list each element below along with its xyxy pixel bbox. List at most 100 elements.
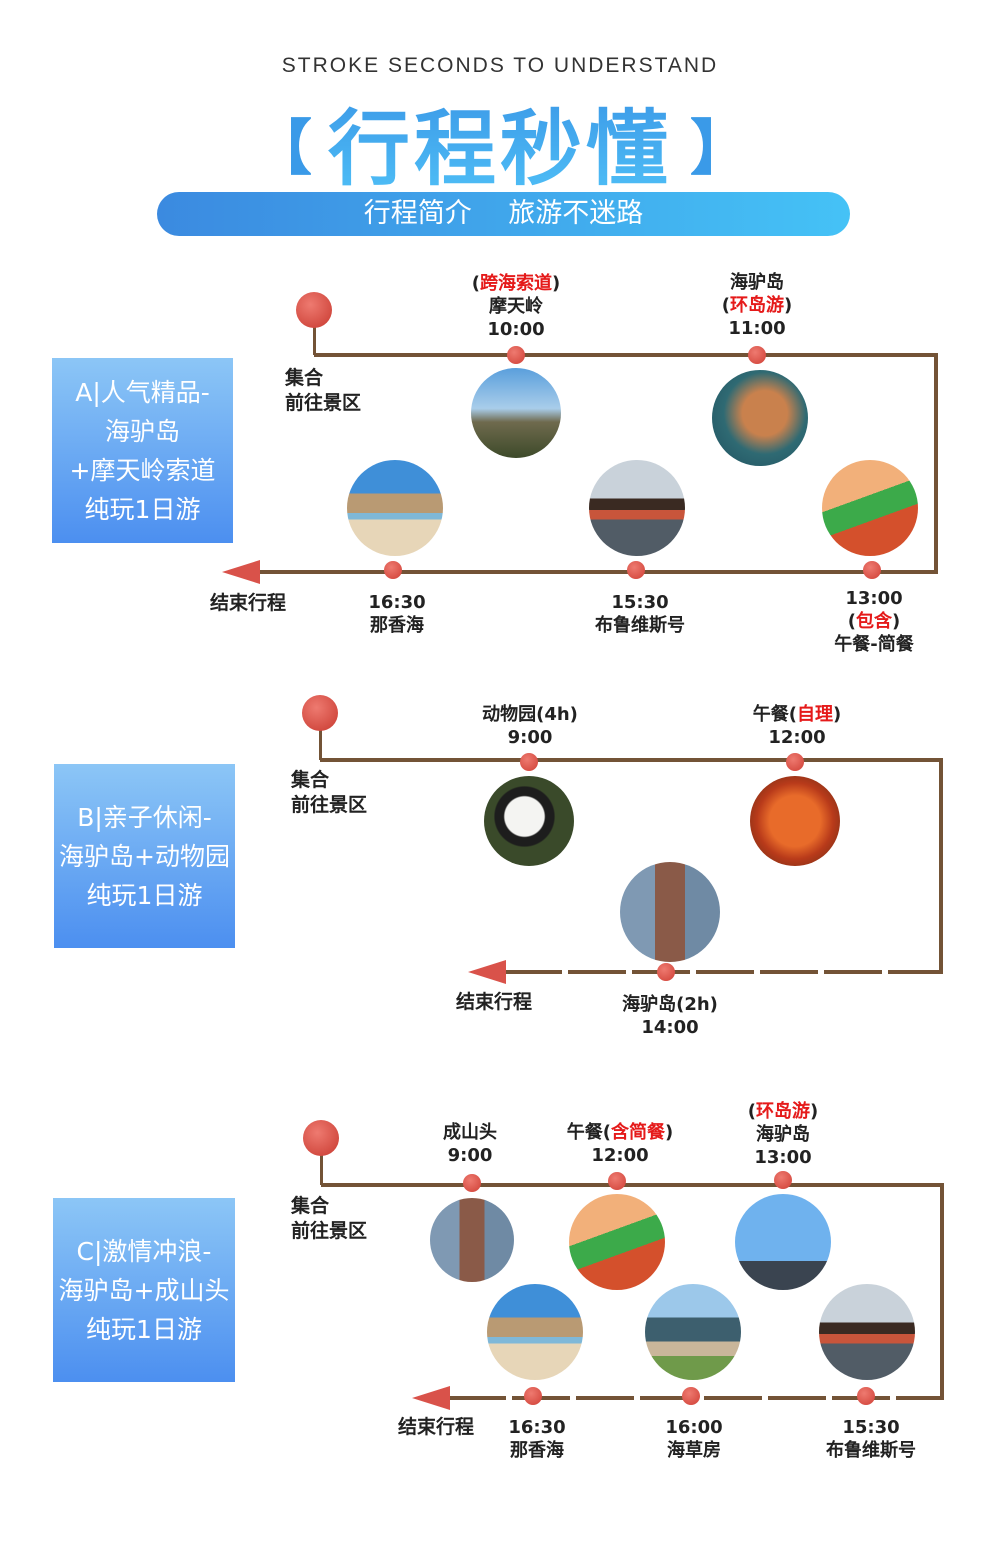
photo-panda: [484, 776, 574, 866]
route-title-line: 纯玩1日游: [86, 1314, 202, 1344]
stop-dot-icon: [786, 753, 804, 771]
stop-label-line: (包含): [834, 610, 913, 633]
stop-label-line: 海驴岛: [730, 272, 784, 293]
stop-label-line: 海驴岛: [756, 1124, 810, 1145]
label-highlight: 跨海索道: [480, 273, 552, 294]
start-label-line: 前往景区: [291, 1220, 368, 1242]
stop-label-line: 16:30: [508, 1417, 566, 1438]
end-arrow-icon: [468, 960, 506, 984]
photo-beach-umbrellas: [347, 460, 443, 556]
route-line-top: [321, 1183, 943, 1187]
stop-label-line: (环岛游): [748, 1100, 818, 1123]
stop-dot-icon: [748, 346, 766, 364]
route-line-right: [940, 1183, 944, 1400]
start-label-line: 集合: [291, 769, 330, 791]
label-highlight: 环岛游: [730, 295, 784, 316]
stop-label-line: 12:00: [591, 1145, 649, 1166]
start-label-line: 前往景区: [291, 794, 368, 816]
route-line-right: [934, 353, 938, 574]
end-label: 结束行程: [209, 592, 287, 614]
photo-beach-umbrellas: [487, 1284, 583, 1380]
stop-label-line: (环岛游): [722, 294, 792, 317]
start-stem: [313, 322, 316, 355]
stop-label-line: 12:00: [768, 727, 826, 748]
label-text: ): [665, 1122, 674, 1143]
end-label: 结束行程: [455, 991, 533, 1013]
stop-label-line: 那香海: [509, 1440, 564, 1461]
stop-dot-icon: [384, 561, 402, 579]
route-title-line: A|人气精品-: [75, 377, 210, 407]
label-text: (: [721, 295, 730, 316]
stop-dot-icon: [608, 1172, 626, 1190]
stop-dot-icon: [857, 1387, 875, 1405]
label-highlight: 包含: [855, 611, 892, 632]
bracket-left: 【: [252, 100, 312, 187]
stop-label-line: 午餐(自理): [753, 703, 841, 726]
route-line-bottom: [258, 570, 937, 574]
route-title-line: C|激情冲浪-: [76, 1236, 212, 1266]
stop-label-line: 9:00: [447, 1145, 493, 1166]
subtitle-english: STROKE SECONDS TO UNDERSTAND: [281, 54, 719, 77]
end-arrow-icon: [412, 1386, 450, 1410]
start-label: 集合前往景区: [285, 366, 361, 416]
start-label: 集合前往景区: [291, 1194, 367, 1244]
route-title-box: C|激情冲浪-海驴岛+成山头纯玩1日游: [53, 1198, 235, 1382]
route-title-line: 纯玩1日游: [86, 880, 203, 910]
route-title-box: B|亲子休闲-海驴岛+动物园纯玩1日游: [54, 764, 235, 948]
stop-label: 动物园(4h)9:00: [482, 703, 578, 749]
start-stem: [320, 1150, 323, 1185]
stop-label: 午餐(含简餐)12:00: [567, 1121, 673, 1167]
stop-dot-icon: [463, 1174, 481, 1192]
photo-seagulls: [735, 1194, 831, 1290]
stop-dot-icon: [863, 561, 881, 579]
photo-rock-pillar: [430, 1198, 514, 1282]
stop-dot-icon: [682, 1387, 700, 1405]
stop-label-line: 11:00: [728, 318, 786, 339]
photo-food-sausage: [569, 1194, 665, 1290]
photo-food-sausage: [822, 460, 918, 556]
route-title-line: B|亲子休闲-: [77, 802, 212, 832]
start-pin-icon: [296, 292, 332, 328]
route-line-top: [320, 758, 942, 762]
stop-label-line: 16:30: [368, 592, 426, 613]
route-title-line: +摩天岭索道: [69, 455, 216, 485]
stop-label: 海驴岛(2h)14:00: [622, 993, 718, 1039]
end-label: 结束行程: [397, 1416, 475, 1438]
photo-cable-car: [471, 368, 561, 458]
start-label-line: 集合: [285, 367, 324, 389]
stop-label-line: 成山头: [443, 1122, 497, 1143]
route-title-box: A|人气精品-海驴岛+摩天岭索道纯玩1日游: [52, 358, 233, 543]
route-line-right: [939, 758, 943, 974]
stop-label-line: 动物园(4h): [482, 704, 578, 725]
label-text: 午餐(: [566, 1122, 611, 1143]
stop-label-line: 15:30: [842, 1417, 900, 1438]
photo-seaweed-house: [645, 1284, 741, 1380]
stop-label: 海驴岛(环岛游)11:00: [722, 271, 792, 340]
photo-island-aerial: [712, 370, 808, 466]
stop-label-line: 10:00: [487, 319, 545, 340]
photo-seafood: [750, 776, 840, 866]
route-title-line: 纯玩1日游: [84, 494, 201, 524]
label-text: 午餐(: [752, 704, 797, 725]
label-text: ): [784, 295, 793, 316]
stop-label-line: 摩天岭: [489, 296, 543, 317]
route-line-bottom: [504, 970, 942, 974]
stop-label-line: 布鲁维斯号: [826, 1440, 916, 1461]
stop-label-line: 9:00: [507, 727, 553, 748]
photo-rock-pillar: [620, 862, 720, 962]
stop-label: 13:00(包含)午餐-简餐: [834, 587, 913, 656]
stop-label-line: 13:00: [845, 588, 903, 609]
stop-label-line: (跨海索道): [472, 272, 560, 295]
bracket-right: 】: [690, 114, 750, 184]
stop-dot-icon: [774, 1171, 792, 1189]
stop-label-line: 午餐-简餐: [834, 634, 914, 655]
page-title: 行程秒懂: [0, 82, 1000, 201]
